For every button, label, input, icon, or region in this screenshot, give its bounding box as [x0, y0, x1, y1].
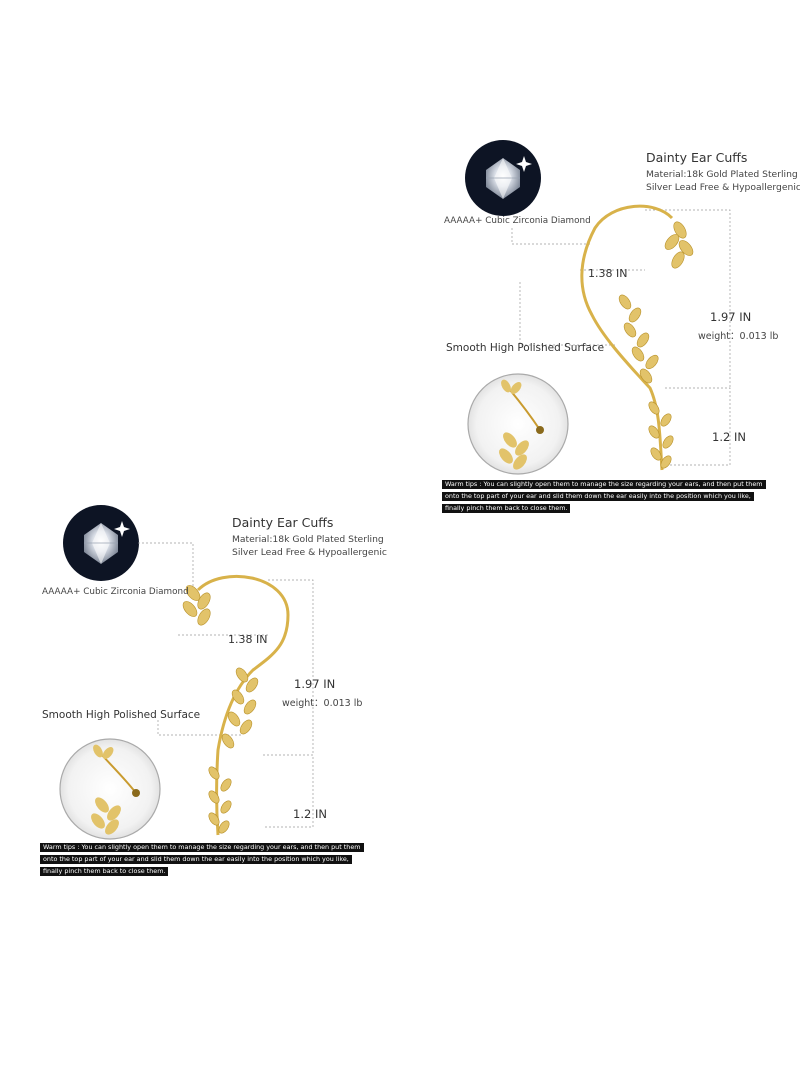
product-panel-top: Dainty Ear Cuffs Material:18k Gold Plate…: [440, 140, 800, 520]
closeup-image: [59, 738, 161, 840]
product-title: Dainty Ear Cuffs: [232, 515, 334, 530]
ear-cuff-illustration: [465, 140, 731, 475]
warm-tips: Warm tips : You can slightly open them t…: [40, 843, 398, 879]
warm-tips: Warm tips : You can slightly open them t…: [442, 480, 800, 516]
product-panel-bottom: Dainty Ear Cuffs Material:18k Gold Plate…: [38, 505, 398, 885]
drop-length-label: 1.2 IN: [293, 807, 327, 821]
height-dimension-label: 1.97 IN: [294, 677, 336, 691]
material-line-1: Material:18k Gold Plated Sterling: [232, 534, 384, 545]
warm-tip-line: onto the top part of your ear and slid t…: [442, 492, 754, 501]
ear-cuff-illustration: [59, 505, 314, 840]
warm-tip-line: finally pinch them back to close them.: [40, 867, 169, 876]
material-description: Material:18k Gold Plated Sterling Silver…: [646, 168, 800, 194]
drop-length-label: 1.2 IN: [712, 430, 746, 444]
ear-cuff-wire: [580, 204, 674, 471]
warm-tip-line: finally pinch them back to close them.: [442, 504, 571, 513]
width-dimension-label: 1.38 IN: [228, 633, 268, 646]
warm-tip-line: onto the top part of your ear and slid t…: [40, 855, 352, 864]
surface-label: Smooth High Polished Surface: [446, 342, 605, 354]
width-dimension-label: 1.38 IN: [588, 267, 628, 280]
surface-label: Smooth High Polished Surface: [42, 709, 201, 721]
leaf-cluster: [182, 585, 259, 834]
material-line-1: Material:18k Gold Plated Sterling: [646, 169, 798, 180]
material-line-2: Silver Lead Free & Hypoallergenic: [232, 547, 387, 558]
weight-label: weight：0.013 lb: [698, 331, 779, 342]
warm-tip-line: Warm tips : You can slightly open them t…: [442, 480, 766, 489]
closeup-image: [467, 373, 569, 475]
weight-label: weight：0.013 lb: [282, 698, 363, 709]
diamond-icon: [63, 505, 139, 581]
warm-tip-line: Warm tips : You can slightly open them t…: [40, 843, 364, 852]
diamond-label: AAAAA+ Cubic Zirconia Diamond: [42, 587, 189, 597]
product-title: Dainty Ear Cuffs: [646, 150, 748, 165]
diamond-icon: [465, 140, 541, 216]
leaf-cluster: [618, 221, 694, 469]
material-line-2: Silver Lead Free & Hypoallergenic: [646, 182, 800, 193]
dimension-lines: [138, 542, 314, 828]
diamond-label: AAAAA+ Cubic Zirconia Diamond: [444, 216, 591, 226]
height-dimension-label: 1.97 IN: [710, 310, 752, 324]
dimension-lines: [511, 209, 731, 466]
material-description: Material:18k Gold Plated Sterling Silver…: [232, 533, 387, 559]
